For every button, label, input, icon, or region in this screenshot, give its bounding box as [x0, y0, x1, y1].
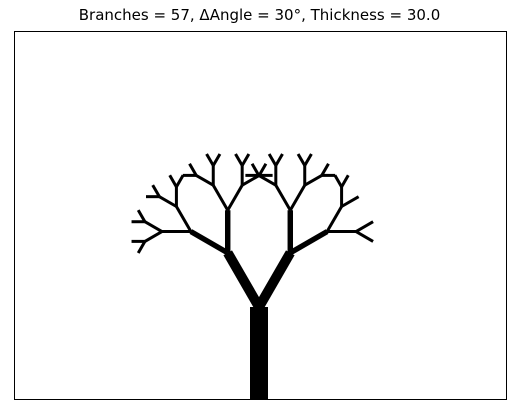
tree-branch — [250, 163, 261, 177]
tree-branch — [211, 153, 222, 167]
tree-branch — [188, 163, 198, 177]
tree-branch — [189, 229, 230, 256]
tree-branch — [340, 195, 360, 208]
tree-branch — [267, 153, 278, 167]
tree-branch — [223, 250, 264, 310]
tree-branch — [303, 153, 313, 167]
tree-branch — [274, 184, 292, 212]
tree-branch — [144, 220, 163, 233]
tree-branch — [168, 174, 178, 188]
tree-branch — [205, 153, 215, 167]
tree-branch — [151, 184, 161, 198]
tree-branch — [226, 184, 244, 212]
tree-branch — [175, 174, 185, 188]
tree-branch — [241, 174, 260, 187]
tree-branches — [131, 153, 374, 399]
tree-branch — [340, 174, 350, 188]
figure-title: Branches = 57, ΔAngle = 30°, Thickness =… — [78, 6, 441, 24]
tree-branch — [288, 229, 329, 256]
tree-branch — [274, 153, 284, 167]
tree-branch — [195, 174, 215, 187]
tree-branch — [158, 195, 178, 208]
tree-branch — [136, 209, 147, 223]
tree-branch — [333, 174, 343, 188]
tree-branch — [288, 184, 307, 212]
tree-branch — [257, 163, 268, 177]
tree-branch — [296, 153, 307, 167]
tree-branch — [144, 230, 163, 243]
tree-branch — [211, 184, 230, 212]
tree-branch — [355, 220, 374, 233]
tree-branch — [303, 174, 323, 187]
tree-branch — [355, 230, 374, 243]
tree-branch — [240, 153, 251, 167]
tree-branch — [175, 205, 193, 233]
tree-branch — [136, 240, 147, 254]
tree-branch — [258, 174, 277, 187]
tree-branch — [320, 163, 330, 177]
plot-frame — [14, 31, 507, 400]
tree-branch — [254, 250, 295, 310]
tree-branch — [234, 153, 244, 167]
tree-branch — [325, 205, 343, 233]
